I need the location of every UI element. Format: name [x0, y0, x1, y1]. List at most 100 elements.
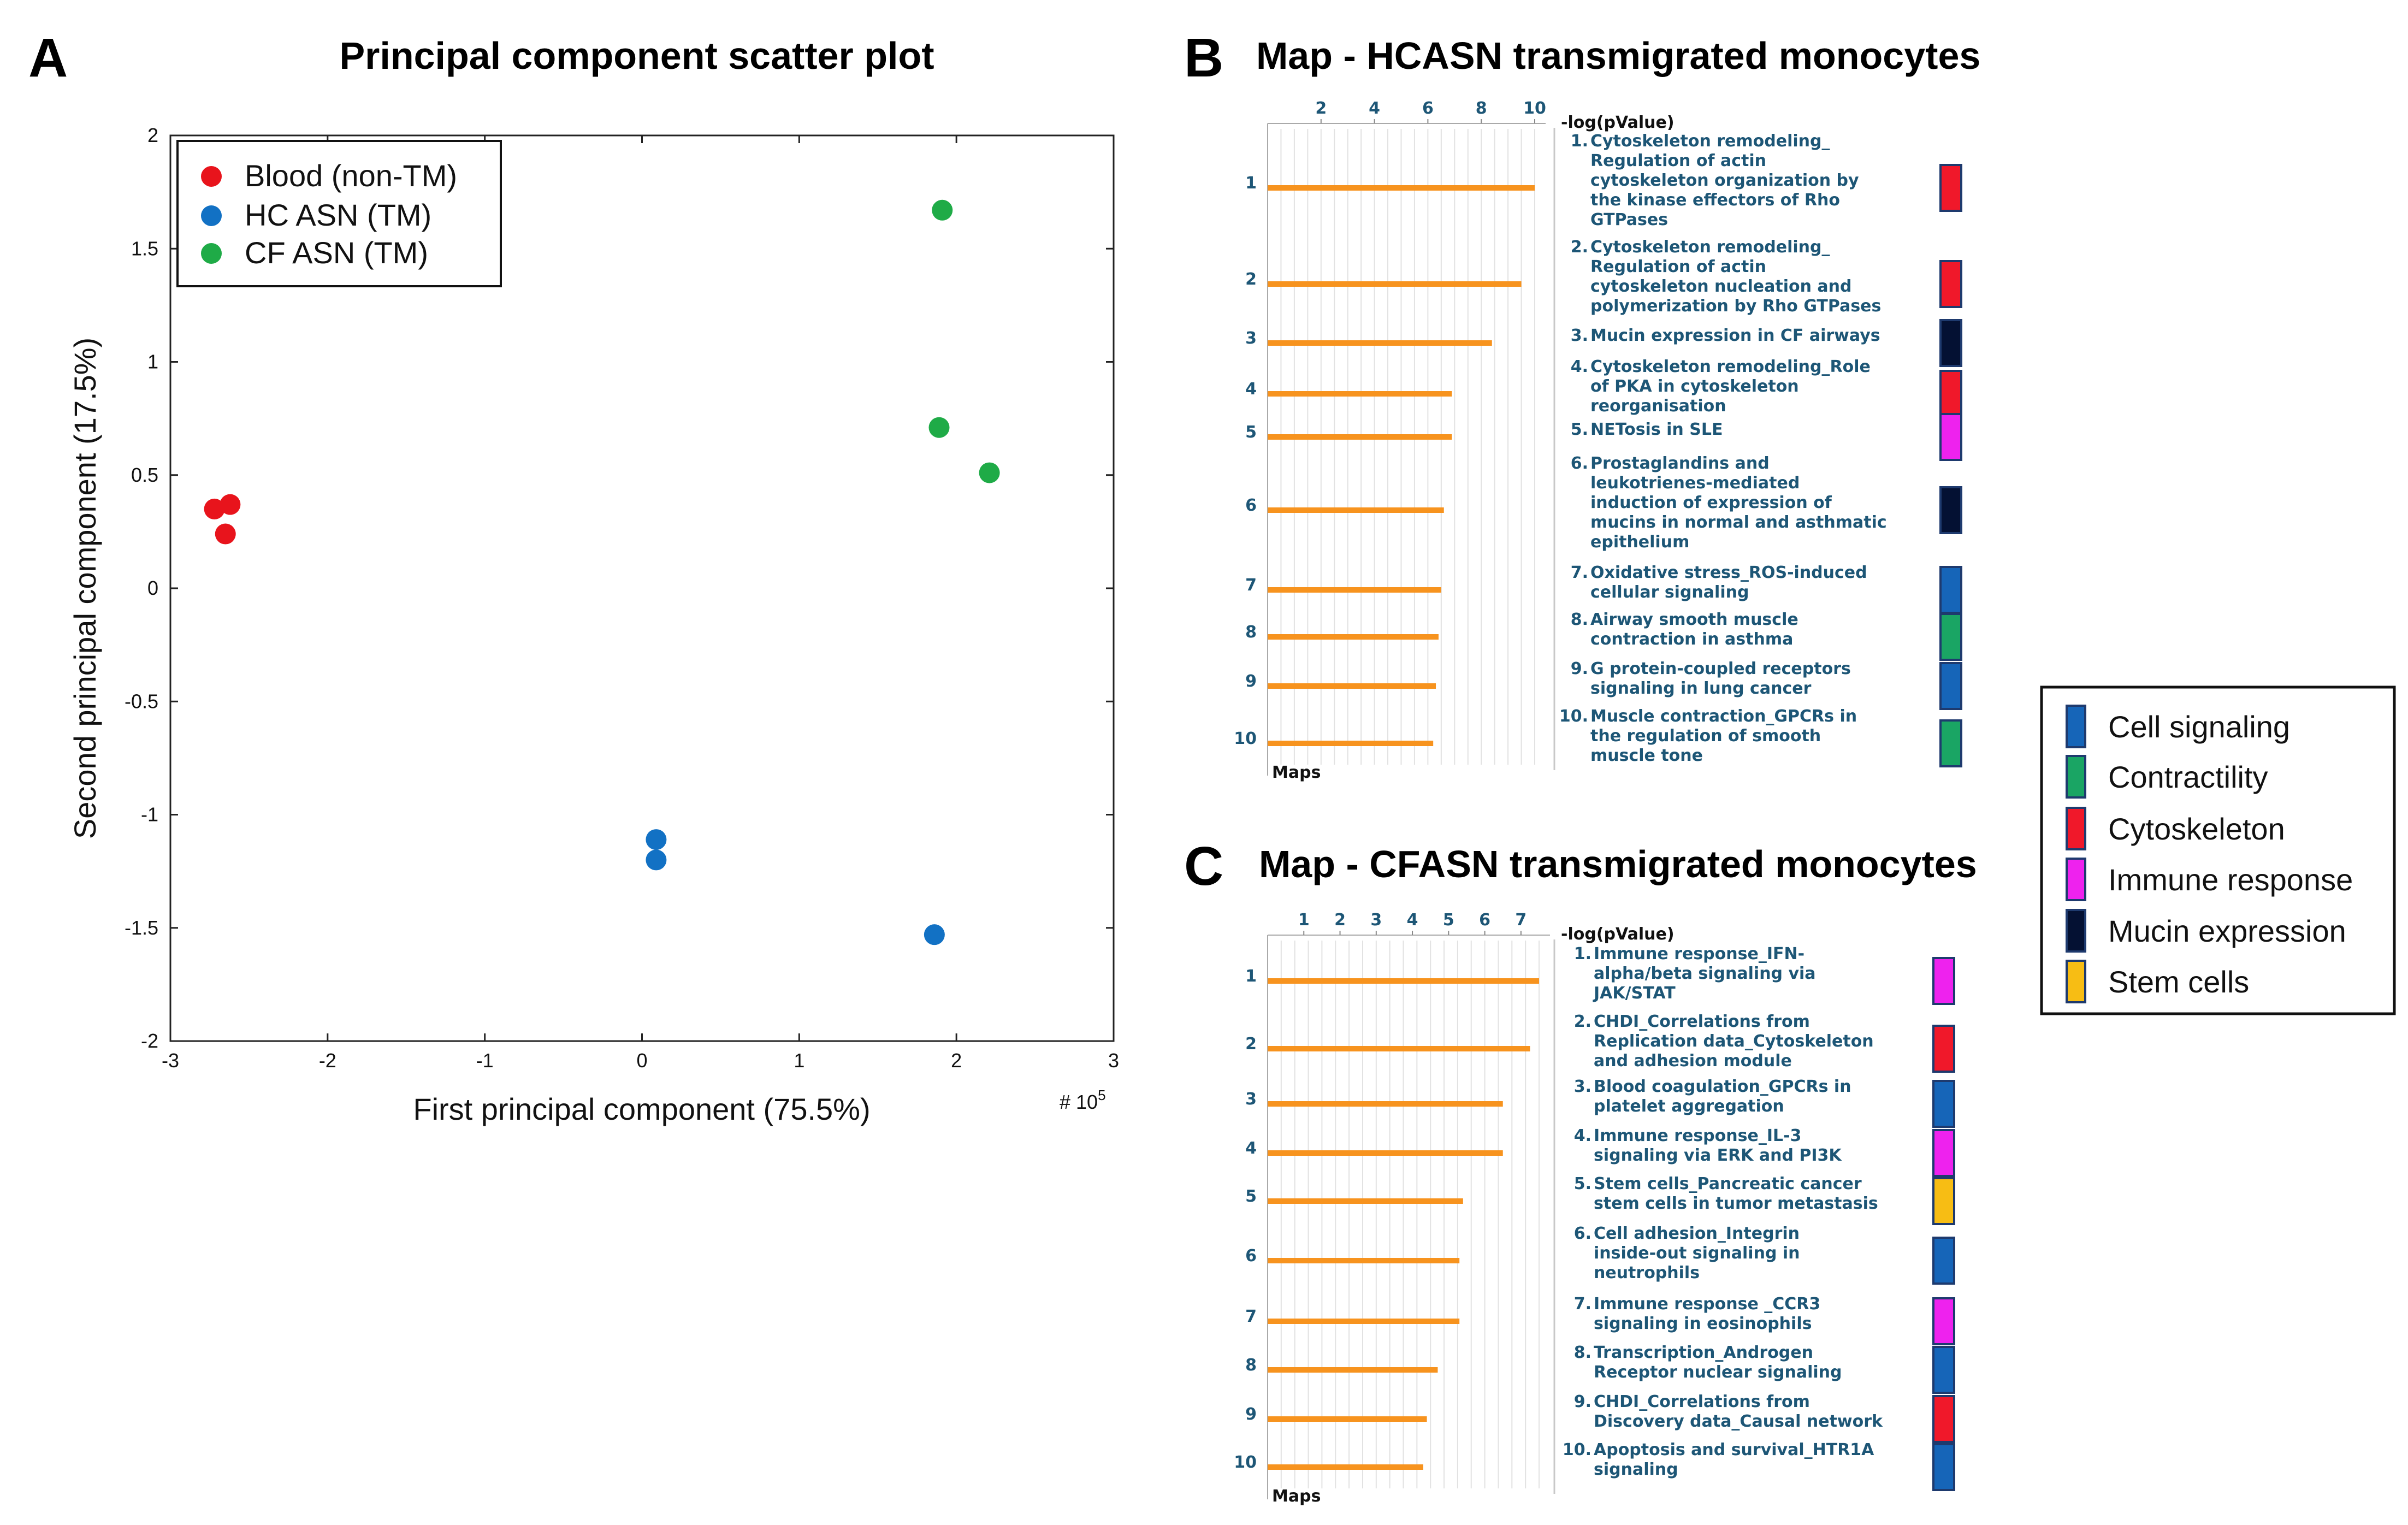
- map-label-number: 3.: [1574, 1077, 1591, 1096]
- map-category-box-cytoskeleton: [1932, 1025, 1955, 1073]
- category-label-immune_response: Immune response: [2108, 862, 2353, 897]
- map-bar: [1268, 741, 1434, 746]
- panel-label-b: B: [1184, 27, 1223, 88]
- map-bar: [1268, 1198, 1463, 1204]
- map-x-tick-label: 3: [1370, 911, 1382, 930]
- category-swatch-stem_cells: [2066, 960, 2086, 1003]
- category-swatch-mucin_expression: [2066, 909, 2086, 953]
- map-label-line: signaling in lung cancer: [1590, 679, 1812, 698]
- map-label-line: Cell adhesion_Integrin: [1594, 1224, 1800, 1243]
- map-label-line: neutrophils: [1594, 1263, 1700, 1282]
- map-row-number: 5: [1245, 1187, 1257, 1206]
- scatter-y-tick-label: 0: [147, 577, 158, 599]
- scatter-x-multiplier: # 105: [1060, 1087, 1106, 1113]
- map-x-tick-label: 1: [1298, 911, 1310, 930]
- map-y-axis-title: Maps: [1272, 1487, 1321, 1506]
- map-label-line: Cytoskeleton remodeling_: [1590, 132, 1830, 151]
- legend-marker-hc: [201, 205, 222, 226]
- map-label-line: NETosis in SLE: [1590, 420, 1723, 439]
- category-swatch-immune_response: [2066, 858, 2086, 901]
- map-x-tick-label: 4: [1369, 99, 1380, 118]
- scatter-point-cf: [928, 417, 950, 438]
- map-category-box-cytoskeleton: [1939, 164, 1962, 212]
- map-bar: [1268, 1150, 1503, 1156]
- map-x-tick-label: 2: [1315, 99, 1327, 118]
- map-label-number: 8.: [1571, 610, 1588, 629]
- scatter-y-tick-label: 0.5: [131, 464, 158, 486]
- map-bar: [1268, 340, 1492, 346]
- map-label-number: 1.: [1574, 944, 1591, 964]
- map-label-line: cytoskeleton nucleation and: [1590, 277, 1852, 296]
- map-category-box-contractility: [1939, 719, 1962, 767]
- map-label-number: 6.: [1571, 454, 1588, 473]
- map-label-line: muscle tone: [1590, 746, 1703, 765]
- map-x-tick-label: 10: [1523, 99, 1546, 118]
- map-category-box-mucin_expression: [1939, 486, 1962, 534]
- map-label-number: 10.: [1563, 1440, 1591, 1459]
- scatter-x-tick-label: -3: [162, 1049, 179, 1072]
- map-row-number: 4: [1245, 380, 1257, 399]
- map-row-number: 3: [1245, 329, 1257, 348]
- map-label-line: signaling via ERK and PI3K: [1594, 1146, 1842, 1165]
- map-row-number: 6: [1245, 1246, 1257, 1266]
- map-bar: [1268, 1416, 1427, 1422]
- map-category-box-mucin_expression: [1939, 319, 1962, 367]
- category-swatch-cell_signaling: [2066, 705, 2086, 748]
- map-label-line: Receptor nuclear signaling: [1594, 1363, 1842, 1382]
- scatter-y-label: Second principal component (17.5%): [68, 338, 102, 839]
- scatter-y-tick-label: -1: [141, 803, 158, 826]
- map-x-tick-label: 7: [1515, 911, 1527, 930]
- map-label-line: Cytoskeleton remodeling_: [1590, 238, 1830, 257]
- map-category-box-immune_response: [1932, 1297, 1955, 1345]
- map-label-line: Replication data_Cytoskeleton: [1594, 1032, 1874, 1051]
- panel-label-a: A: [28, 27, 68, 88]
- map-category-box-contractility: [1939, 613, 1962, 661]
- map-x-axis-title: -log(pValue): [1561, 925, 1675, 944]
- scatter-legend: Blood (non-TM) HC ASN (TM) CF ASN (TM): [176, 140, 502, 287]
- map-label-line: induction of expression of: [1590, 493, 1832, 512]
- map-row-number: 8: [1245, 623, 1257, 642]
- scatter-y-tick-label: 1: [147, 351, 158, 373]
- map-row-number: 8: [1245, 1356, 1257, 1375]
- map-label-line: epithelium: [1590, 533, 1689, 552]
- map-label-line: the regulation of smooth: [1590, 726, 1821, 746]
- category-label-mucin_expression: Mucin expression: [2108, 914, 2346, 948]
- map-label-line: Stem cells_Pancreatic cancer: [1594, 1174, 1862, 1193]
- category-legend-box: [2040, 685, 2396, 1015]
- map-label-number: 4.: [1574, 1126, 1591, 1145]
- map-label-line: inside-out signaling in: [1594, 1244, 1800, 1263]
- panel-label-c: C: [1184, 836, 1223, 897]
- map-bar: [1268, 507, 1444, 513]
- map-category-box-cell_signaling: [1932, 1237, 1955, 1285]
- map-bar: [1268, 391, 1452, 397]
- map-category-box-immune_response: [1932, 957, 1955, 1005]
- scatter-y-tick-label: 2: [147, 124, 158, 146]
- map-label-line: the kinase effectors of Rho: [1590, 191, 1840, 210]
- map-c-title: Map - CFASN transmigrated monocytes: [1259, 843, 1977, 885]
- map-label-line: Oxidative stress_ROS-induced: [1590, 563, 1867, 582]
- scatter-point-blood: [220, 494, 241, 515]
- map-x-tick-label: 4: [1407, 911, 1418, 930]
- map-bar: [1268, 1101, 1503, 1107]
- map-category-box-cell_signaling: [1932, 1346, 1955, 1394]
- category-label-cytoskeleton: Cytoskeleton: [2108, 812, 2285, 846]
- map-label-number: 5.: [1571, 420, 1588, 439]
- map-x-tick-label: 2: [1334, 911, 1346, 930]
- category-label-contractility: Contractility: [2108, 760, 2268, 794]
- map-label-number: 2.: [1571, 238, 1588, 257]
- map-bar: [1268, 1319, 1460, 1324]
- map-label-line: alpha/beta signaling via: [1594, 964, 1816, 983]
- category-label-cell_signaling: Cell signaling: [2108, 710, 2290, 744]
- map-label-line: leukotrienes-mediated: [1590, 474, 1800, 493]
- scatter-points: [204, 199, 1000, 945]
- map-x-tick-label: 6: [1422, 99, 1434, 118]
- map-label-number: 4.: [1571, 357, 1588, 376]
- scatter-point-hc: [924, 924, 945, 945]
- scatter-x-label: First principal component (75.5%): [413, 1092, 870, 1126]
- map-row-number: 10: [1234, 1453, 1257, 1472]
- scatter-x-tick-label: 2: [951, 1049, 962, 1072]
- map-row-number: 2: [1245, 270, 1257, 289]
